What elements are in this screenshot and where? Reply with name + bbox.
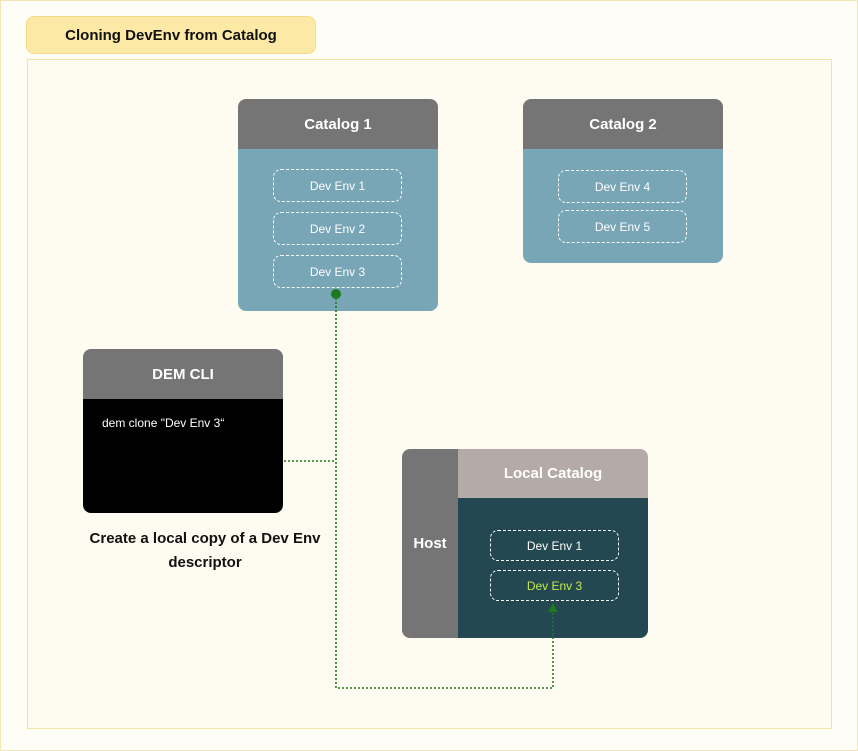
dem-cli-card: DEM CLI dem clone "Dev Env 3“ [83, 349, 283, 513]
host-label: Host [402, 449, 458, 638]
catalog-1-env-3: Dev Env 3 [273, 255, 402, 288]
catalog-2-env-1: Dev Env 4 [558, 170, 687, 203]
diagram-title: Cloning DevEnv from Catalog [26, 16, 316, 54]
catalog-1-env-1: Dev Env 1 [273, 169, 402, 202]
catalog-2-card: Catalog 2 Dev Env 4 Dev Env 5 [523, 99, 723, 263]
catalog-1-env-2: Dev Env 2 [273, 212, 402, 245]
catalog-2-body: Dev Env 4 Dev Env 5 [523, 149, 723, 263]
clone-path-line [335, 294, 554, 689]
local-catalog-title: Local Catalog [458, 449, 648, 498]
dem-cli-command: dem clone "Dev Env 3“ [102, 416, 225, 430]
arrowhead-icon [548, 603, 558, 612]
local-catalog-env-1: Dev Env 1 [490, 530, 619, 561]
catalog-2-title: Catalog 2 [523, 99, 723, 149]
dem-cli-terminal: dem clone "Dev Env 3“ [83, 399, 283, 513]
catalog-1-title: Catalog 1 [238, 99, 438, 149]
local-catalog-env-3: Dev Env 3 [490, 570, 619, 601]
catalog-1-body: Dev Env 1 Dev Env 2 Dev Env 3 [238, 149, 438, 311]
catalog-1-card: Catalog 1 Dev Env 1 Dev Env 2 Dev Env 3 [238, 99, 438, 311]
dem-cli-title: DEM CLI [83, 349, 283, 399]
cli-caption: Create a local copy of a Dev Env descrip… [89, 530, 321, 571]
catalog-2-env-2: Dev Env 5 [558, 210, 687, 243]
